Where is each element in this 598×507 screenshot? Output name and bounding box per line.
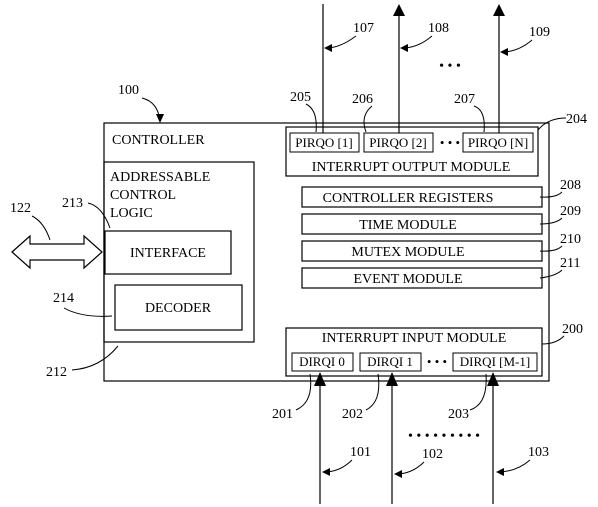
input-line-102-leader-head (394, 470, 402, 478)
input-line-103-arrowhead (487, 372, 499, 386)
pirqo-2-ref: 206 (352, 92, 373, 107)
mutex-module-label: MUTEX MODULE (351, 245, 464, 260)
dirqi-0-box (291, 352, 354, 372)
pirqo-n-box (462, 132, 534, 153)
bus-ref: 122 (10, 201, 31, 216)
event-module-leader (539, 269, 563, 279)
input-line-103-leader-head (496, 468, 504, 476)
bus-leader (31, 215, 51, 241)
decoder-leader (63, 307, 113, 317)
time-module-leader (539, 217, 563, 225)
input-line-101-arrowhead (314, 372, 326, 386)
pirqo-1-label: PIRQO [1] (295, 135, 352, 150)
addressable-logic-box (103, 161, 255, 343)
dirqi-0-ref: 201 (272, 407, 293, 422)
controller-title: CONTROLLER (112, 133, 205, 148)
dirqi-m1-label: DIRQI [M-1] (460, 354, 530, 369)
controller-leader (141, 97, 161, 122)
interrupt-input-module-ref: 200 (562, 322, 583, 337)
pirqo-1-box (289, 132, 360, 153)
input-line-102-ref: 102 (422, 447, 443, 462)
event-module-ref: 211 (560, 256, 580, 271)
time-module-ref: 209 (560, 204, 581, 219)
bus-double-arrow (11, 234, 103, 270)
interrupt-input-module-box (285, 327, 543, 377)
mutex-module-leader (539, 245, 563, 252)
input-ellipsis: • • • • • • • • • (408, 429, 480, 444)
addressable-logic-line3: LOGIC (110, 206, 153, 221)
interrupt-output-module-title: INTERRUPT OUTPUT MODULE (312, 160, 511, 175)
controller-registers-ref: 208 (560, 178, 581, 193)
output-line-108-leader-head (400, 44, 408, 52)
dirqi-m1-ref: 203 (448, 407, 469, 422)
output-line-108-arrowhead (393, 4, 405, 16)
interrupt-input-module-leader (541, 335, 565, 345)
output-line-109-ref: 109 (529, 25, 550, 40)
mutex-module-ref: 210 (560, 232, 581, 247)
addressable-logic-line1: ADDRESSABLE (110, 170, 210, 185)
interface-label: INTERFACE (130, 246, 206, 261)
output-line-109-leader-head (500, 48, 508, 56)
time-module-label: TIME MODULE (359, 218, 457, 233)
interrupt-input-module-title: INTERRUPT INPUT MODULE (322, 331, 507, 346)
pirqo-2-ref-leader (363, 105, 373, 133)
output-line-109-arrowhead (493, 4, 505, 16)
controller-registers-leader (539, 191, 563, 198)
output-ellipsis: • • • (439, 59, 461, 74)
addressable-logic-leader (71, 345, 119, 371)
dirqi-1-ref: 202 (342, 407, 363, 422)
dirqi-0-label: DIRQI 0 (299, 354, 345, 369)
pirqo-n-label: PIRQO [N] (468, 135, 528, 150)
pirqo-1-ref: 205 (290, 90, 311, 105)
interface-ref: 213 (62, 196, 83, 211)
pirqo-n-ref: 207 (454, 92, 475, 107)
pirqo-1-ref-leader (305, 103, 317, 133)
dirqi-1-box (359, 352, 422, 372)
dirqi-1-label: DIRQI 1 (367, 354, 413, 369)
dirqi-m1-ref-leader (469, 373, 487, 411)
input-line-102-arrowhead (386, 372, 398, 386)
pirqo-n-ref-leader (473, 105, 485, 133)
input-line-101-ref: 101 (350, 445, 371, 460)
controller-registers-label: CONTROLLER REGISTERS (323, 191, 494, 206)
pirqo-2-label: PIRQO [2] (369, 135, 426, 150)
event-module-label: EVENT MODULE (353, 272, 462, 287)
addressable-logic-line2: CONTROL (110, 188, 176, 203)
output-line-107-leader-head (324, 44, 332, 52)
decoder-ref: 214 (53, 291, 74, 306)
output-line-107-ref: 107 (353, 21, 374, 36)
decoder-label: DECODER (145, 301, 212, 316)
input-line-103-ref: 103 (528, 445, 549, 460)
decoder-box (114, 284, 243, 331)
interrupt-output-module-ref: 204 (566, 112, 587, 127)
interface-leader (87, 202, 111, 229)
addressable-logic-ref: 212 (46, 365, 67, 380)
dirqi-ellipsis: • • • (427, 354, 447, 369)
input-line-101-leader-head (322, 468, 330, 476)
output-line-108-ref: 108 (428, 21, 449, 36)
interrupt-output-module-box (285, 126, 539, 177)
dirqi-m1-box (452, 352, 538, 372)
pirqo-ellipsis: • • • (440, 135, 460, 150)
interrupt-output-module-leader (537, 117, 567, 131)
controller-ref: 100 (118, 83, 139, 98)
dirqi-1-ref-leader (365, 373, 380, 411)
interface-box (104, 230, 232, 275)
dirqi-0-ref-leader (295, 373, 312, 411)
controller-leader-head (156, 114, 164, 123)
